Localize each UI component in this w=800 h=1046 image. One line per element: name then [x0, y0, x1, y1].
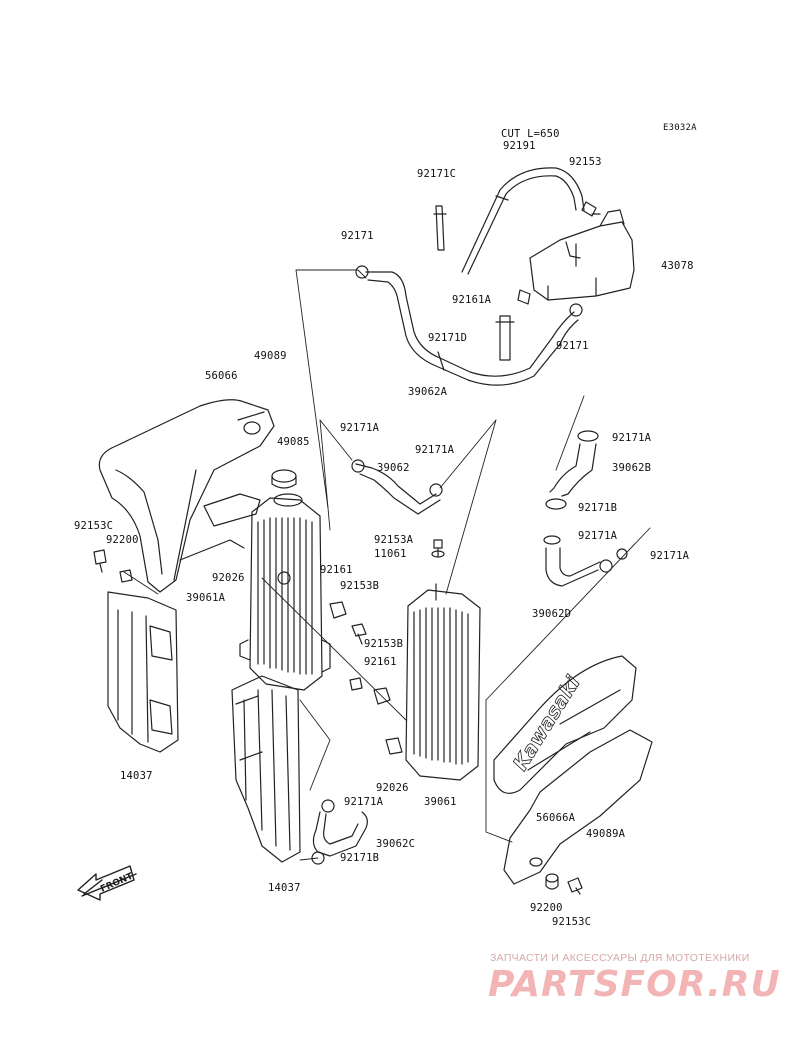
- radiator-guard-bottom: [231, 675, 301, 863]
- watermark-logo: PARTSFOR.RU: [488, 964, 781, 1005]
- callout-14037-left: 14037: [120, 770, 153, 782]
- collar-92200-left: [119, 569, 133, 583]
- callout-92153c-right: 92153C: [552, 916, 592, 928]
- leader-line-d: [485, 527, 651, 701]
- leader-lines-bottom: [299, 699, 331, 861]
- diagram-code: E3032A: [663, 123, 697, 133]
- callout-cut-length: CUT L=650: [501, 128, 560, 140]
- bolt-92153c-right: [567, 877, 583, 895]
- grommet-92026: [277, 571, 403, 755]
- clamp-92171d: [495, 315, 515, 361]
- callout-49089: 49089: [254, 350, 287, 362]
- leader-line-b: [555, 395, 585, 471]
- callout-92153a: 92153A: [374, 534, 414, 546]
- bolt-92153b: [349, 623, 367, 691]
- callout-92153-top: 92153: [569, 156, 602, 168]
- callout-92171-right: 92171: [556, 340, 589, 352]
- right-shroud: [493, 655, 653, 885]
- callout-92191: 92191: [503, 140, 536, 152]
- callout-43078: 43078: [661, 260, 694, 272]
- callout-92171a-5: 92171A: [650, 550, 690, 562]
- left-shroud: [98, 399, 275, 593]
- callout-92153c-left: 92153C: [74, 520, 114, 532]
- callout-92171b-top: 92171B: [578, 502, 618, 514]
- radiator-left: [239, 497, 331, 691]
- callout-92153b-a: 92153B: [340, 580, 380, 592]
- callout-56066a: 56066A: [536, 812, 576, 824]
- callout-11061: 11061: [374, 548, 407, 560]
- callout-92161-a: 92161: [320, 564, 353, 576]
- callout-39061: 39061: [424, 796, 457, 808]
- callout-92026-bottom: 92026: [376, 782, 409, 794]
- callout-92171a-1: 92171A: [340, 422, 380, 434]
- callout-92171a-6: 92171A: [344, 796, 384, 808]
- bolt-92153a: [431, 539, 445, 558]
- radiator-cap: [271, 469, 303, 507]
- radiator-right: [405, 583, 481, 781]
- clamp-92161a: [517, 289, 531, 305]
- leader-lines-left: [123, 571, 159, 595]
- callout-39062d: 39062D: [532, 608, 572, 620]
- callout-39062a: 39062A: [408, 386, 448, 398]
- clamp-92171c: [433, 205, 447, 251]
- callout-92161a: 92161A: [452, 294, 492, 306]
- front-arrow: [77, 865, 137, 901]
- hose-39062: [351, 459, 443, 515]
- callout-56066: 56066: [205, 370, 238, 382]
- callout-39062b: 39062B: [612, 462, 652, 474]
- callout-92153b-b: 92153B: [364, 638, 404, 650]
- callout-92171d: 92171D: [428, 332, 468, 344]
- callout-92171a-3: 92171A: [612, 432, 652, 444]
- front-arrow-text: FRONT: [99, 871, 135, 894]
- overflow-hose: [461, 167, 585, 275]
- watermark-subtitle: ЗАПЧАСТИ И АКСЕССУАРЫ ДЛЯ МОТОТЕХНИКИ: [490, 952, 750, 964]
- reservoir-tank: [529, 209, 635, 301]
- callout-92171a-4: 92171A: [578, 530, 618, 542]
- callout-39062c: 39062C: [376, 838, 416, 850]
- callout-92171c: 92171C: [417, 168, 457, 180]
- callout-39061a: 39061A: [186, 592, 226, 604]
- callout-92161-b: 92161: [364, 656, 397, 668]
- bolt-92153-top: [581, 201, 601, 217]
- collar-92200-right: [545, 873, 559, 890]
- leader-lines-right-shroud: [485, 699, 513, 843]
- hose-39062c: [311, 799, 368, 865]
- hose-39062d: [543, 535, 628, 587]
- radiator-guard-left: [107, 591, 179, 753]
- leader-lines-92026: [261, 577, 407, 721]
- leader-lines-mid: [319, 419, 497, 595]
- callout-49085: 49085: [277, 436, 310, 448]
- callout-92026-top: 92026: [212, 572, 245, 584]
- callout-14037-bottom: 14037: [268, 882, 301, 894]
- callout-92171-left: 92171: [341, 230, 374, 242]
- callout-92171b-bottom: 92171B: [340, 852, 380, 864]
- callout-49089a: 49089A: [586, 828, 626, 840]
- callout-92200-left: 92200: [106, 534, 139, 546]
- callout-92200-right: 92200: [530, 902, 563, 914]
- hose-39062a: [355, 265, 583, 386]
- hose-39062b: [545, 430, 599, 510]
- callout-39062: 39062: [377, 462, 410, 474]
- leader-lines-top: [295, 269, 367, 509]
- collar-92161: [329, 601, 391, 705]
- callout-92171a-2: 92171A: [415, 444, 455, 456]
- bolt-92153c-left: [93, 549, 107, 573]
